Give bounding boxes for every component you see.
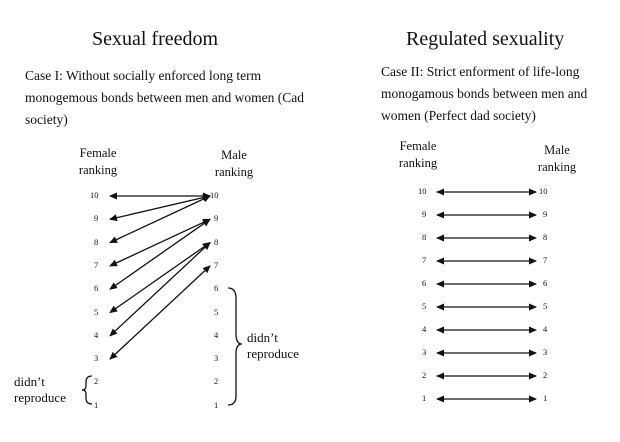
left-female-rank-10: 10 — [90, 190, 99, 200]
left-pairing-arrow-f3-m7 — [109, 265, 211, 360]
left-male-rank-7: 7 — [214, 259, 219, 270]
left-male-rank-5: 5 — [214, 306, 219, 317]
left-male-no-repro-note: didn’t reproduce — [247, 330, 299, 361]
right-male-rank-6: 6 — [543, 278, 548, 288]
left-male-rank-1: 1 — [214, 399, 219, 410]
left-female-rank-2: 2 — [94, 376, 99, 387]
right-female-rank-4: 4 — [422, 324, 427, 334]
right-male-rank-10: 10 — [539, 186, 548, 196]
right-female-header: Female ranking — [398, 139, 438, 170]
left-pairing-arrow-f8-m10 — [109, 195, 211, 244]
right-male-rank-8: 8 — [543, 232, 548, 242]
right-male-rank-5: 5 — [543, 301, 548, 311]
left-male-rank-3: 3 — [214, 353, 219, 364]
left-female-rank-9: 9 — [94, 213, 99, 224]
left-female-rank-4: 4 — [94, 329, 99, 340]
right-male-rank-4: 4 — [543, 324, 548, 334]
right-female-rank-8: 8 — [422, 232, 427, 242]
left-female-rank-3: 3 — [94, 353, 99, 364]
left-pairing-arrow-f7-m9 — [109, 218, 211, 267]
right-male-rank-3: 3 — [543, 347, 548, 357]
left-male-rank-2: 2 — [214, 376, 219, 387]
right-male-header: Male ranking — [537, 143, 577, 174]
left-male-rank-6: 6 — [214, 283, 219, 294]
left-male-rank-8: 8 — [214, 236, 219, 247]
right-female-rank-5: 5 — [422, 301, 427, 311]
right-male-rank-1: 1 — [543, 393, 548, 403]
right-female-rank-3: 3 — [422, 347, 427, 357]
left-pairing-arrow-f4-m8 — [109, 241, 211, 337]
left-female-brace — [81, 375, 93, 405]
right-case-text: Case II: Strict enforment of life-long m… — [381, 64, 588, 123]
left-male-header: Male ranking — [214, 148, 254, 179]
left-male-rank-4: 4 — [214, 329, 219, 340]
left-female-no-repro-note: didn’t reproduce — [14, 374, 66, 405]
right-male-rank-2: 2 — [543, 370, 548, 380]
left-case-text: Case I: Without socially enforced long t… — [25, 68, 304, 127]
right-female-rank-9: 9 — [422, 209, 427, 219]
left-male-brace — [227, 287, 243, 406]
left-female-rank-8: 8 — [94, 236, 99, 247]
left-male-rank-10: 10 — [210, 190, 219, 200]
right-male-rank-7: 7 — [543, 255, 548, 265]
left-pairing-arrow-f9-m10 — [109, 194, 211, 222]
left-female-rank-7: 7 — [94, 259, 99, 270]
left-female-rank-6: 6 — [94, 283, 99, 294]
right-female-rank-1: 1 — [422, 393, 427, 403]
right-female-rank-2: 2 — [422, 370, 427, 380]
right-female-rank-6: 6 — [422, 278, 427, 288]
left-female-rank-5: 5 — [94, 306, 99, 317]
left-title: Sexual freedom — [92, 28, 219, 50]
right-male-rank-9: 9 — [543, 209, 548, 219]
left-pairing-arrow-f5-m8 — [109, 242, 211, 314]
right-female-rank-10: 10 — [418, 186, 427, 196]
left-female-header: Female ranking — [78, 146, 118, 177]
left-pairing-arrow-f6-m9 — [109, 218, 211, 290]
left-female-rank-1: 1 — [94, 399, 99, 410]
right-female-rank-7: 7 — [422, 255, 427, 265]
left-male-rank-9: 9 — [214, 213, 219, 224]
right-title: Regulated sexuality — [406, 28, 565, 50]
